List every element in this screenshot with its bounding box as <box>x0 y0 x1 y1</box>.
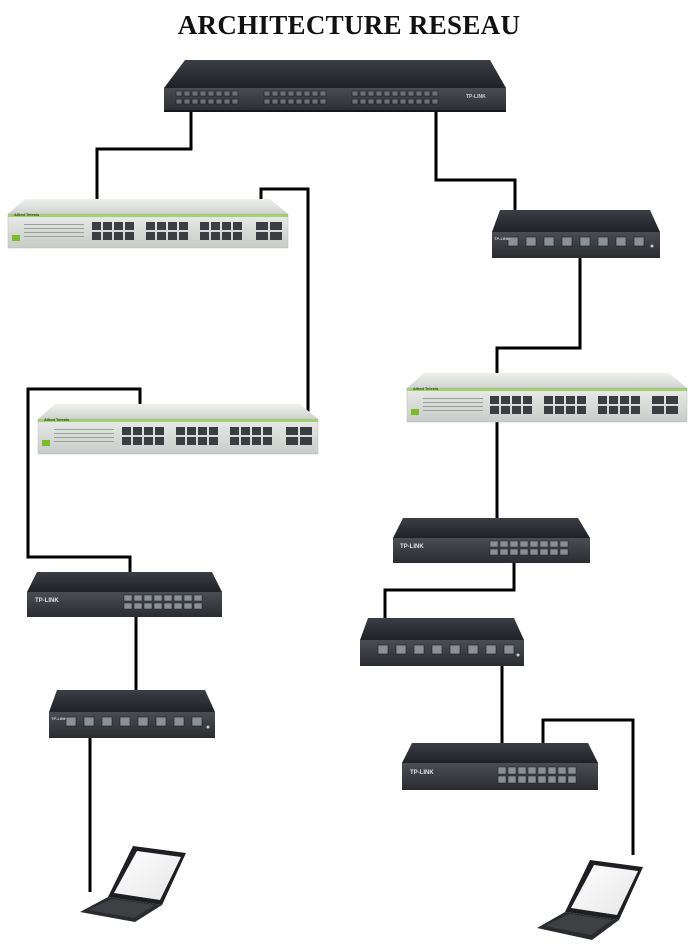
tplink-8port-mid <box>360 618 524 666</box>
core-switch-ports <box>175 90 439 105</box>
core-switch-logo: TP-LINK <box>466 94 486 100</box>
core-switch: TP-LINK <box>164 60 506 112</box>
cable-core-to-access1 <box>95 103 193 229</box>
tplink-16port-left-logo: TP-LINK <box>35 598 59 604</box>
tplink-8port-right: TP-LINK <box>492 210 660 258</box>
cable-core-to-tplink-right <box>434 103 517 238</box>
tplink-8port-left: TP-LINK <box>49 690 215 738</box>
cable-access2-to-desk-left <box>26 387 142 598</box>
allied-switch-3-logo: Allied Telesis <box>413 386 439 391</box>
tplink-16port-right-logo: TP-LINK <box>400 544 424 550</box>
tplink-8port-right-logo: TP-LINK <box>494 236 510 241</box>
allied-switch-2: Allied Telesis <box>37 404 319 455</box>
tplink-16port-right: TP-LINK <box>393 518 590 563</box>
allied-switch-1: Allied Telesis <box>7 199 289 249</box>
allied-switch-3: Allied Telesis <box>406 373 688 423</box>
laptop-right <box>537 860 643 940</box>
tplink-16port-bottom: TP-LINK <box>402 743 598 790</box>
tplink-8port-left-logo: TP-LINK <box>51 716 67 721</box>
tplink-16port-left: TP-LINK <box>27 572 222 617</box>
page-title: ARCHITECTURE RESEAU <box>177 10 521 40</box>
tplink-16port-bottom-logo: TP-LINK <box>410 770 434 776</box>
laptop-left <box>80 846 186 922</box>
allied-switch-1-logo: Allied Telesis <box>14 212 40 217</box>
allied-switch-2-logo: Allied Telesis <box>44 417 70 422</box>
